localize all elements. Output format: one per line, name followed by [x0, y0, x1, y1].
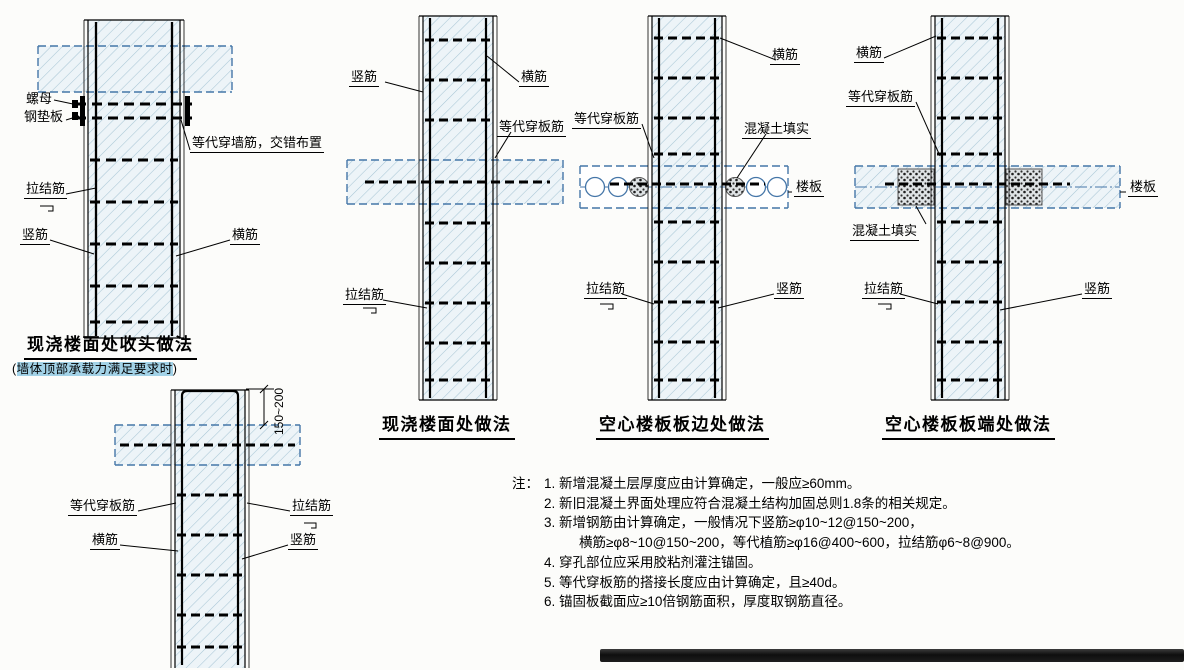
d2-drawing — [346, 15, 564, 401]
note-item: 6. 锚固板截面应≥10倍钢筋面积，厚度取钢筋直径。 — [544, 594, 852, 610]
wall-faces — [418, 15, 498, 401]
d4-drawing — [854, 15, 1126, 401]
leader-lines — [119, 502, 317, 560]
label-through-slab-bar: 等代穿板筋 — [846, 89, 916, 107]
tie-hook-icon — [600, 303, 614, 310]
hollow-cores — [584, 176, 788, 198]
horizontal-rebar — [610, 36, 765, 382]
note-item: 1. 新增混凝土层厚度应由计算确定，一般应≥60mm。 — [544, 476, 861, 491]
diagram-hollow-slab-end: 横筋 等代穿板筋 楼板 混凝土填实 拉结筋 竖筋 空心楼板板端处做法 — [840, 8, 1184, 446]
notes-prefix: 注： — [512, 476, 539, 491]
label-through-slab-bar: 等代穿板筋 — [68, 498, 138, 516]
label-horizontal-bar: 横筋 — [770, 47, 801, 65]
note-item: 2. 新旧混凝土界面处理应符合混凝土结构加固总则1.8条的相关规定。 — [544, 495, 956, 511]
slab-outline — [854, 165, 1121, 209]
tie-hook-icon — [878, 303, 892, 310]
slab-outline — [114, 424, 301, 466]
d1-drawing — [37, 19, 233, 339]
label-concrete-fill: 混凝土填实 — [742, 121, 812, 139]
note-item: 3. 新增钢筋由计算确定，一般情况下竖筋≥φ10~12@150~200， 横筋≥… — [544, 515, 1020, 551]
label-vertical-bar: 竖筋 — [1082, 281, 1113, 299]
wall — [175, 390, 245, 668]
label-concrete-fill: 混凝土填实 — [850, 223, 920, 241]
tie-hook-icon — [40, 205, 54, 212]
label-through-wall-bar: 等代穿墙筋，交错布置 — [190, 135, 325, 153]
label-through-slab-bar: 等代穿板筋 — [572, 111, 642, 129]
label-tie-bar: 拉结筋 — [862, 281, 906, 299]
anchor-plates — [72, 96, 190, 126]
horizontal-rebar — [120, 443, 295, 649]
notes-list: 1. 新增混凝土层厚度应由计算确定，一般应≥60mm。 2. 新旧混凝土界面处理… — [544, 474, 1137, 612]
note-item: 5. 等代穿板筋的搭接长度应由计算确定，且≥40d。 — [544, 574, 846, 590]
subtitle-highlight-1: 墙体顶部承载力 — [16, 362, 108, 376]
leader-lines — [878, 35, 1126, 311]
rebar-top-hook — [180, 389, 240, 433]
bottom-scan-bar — [600, 649, 1184, 662]
label-horizontal-bar: 横筋 — [519, 69, 550, 87]
d5-drawing — [114, 384, 317, 668]
subtitle-paren-close: ) — [172, 362, 178, 376]
leader-lines — [600, 37, 792, 310]
label-horizontal-bar: 横筋 — [854, 45, 885, 63]
dimension-150-200: 150~200 — [272, 387, 286, 435]
label-horizontal-bar: 横筋 — [230, 227, 261, 245]
label-horizontal-bar: 横筋 — [90, 532, 121, 550]
filled-core — [725, 177, 745, 197]
slab-outline — [346, 159, 564, 205]
diagram-hollow-slab-edge: 横筋 等代穿板筋 混凝土填实 楼板 拉结筋 竖筋 空心楼板板边处做法 — [570, 8, 835, 446]
diagram-title: 空心楼板板端处做法 — [882, 410, 1055, 440]
label-through-slab-bar: 等代穿板筋 — [497, 119, 567, 137]
diagram-title: 现浇楼面处收头做法 — [24, 330, 197, 360]
note-item: 4. 穿孔部位应采用胶粘剂灌注锚固。 — [544, 554, 762, 570]
label-floor-slab: 楼板 — [1128, 179, 1159, 197]
vertical-rebar — [94, 22, 174, 336]
wall — [652, 16, 722, 400]
wall-faces — [647, 15, 727, 401]
dimension-lines — [246, 384, 274, 430]
diagram-subtitle: (墙体顶部承载力满足要求时) — [12, 358, 177, 377]
horizontal-rebar — [885, 36, 1070, 382]
d3-drawing — [579, 15, 792, 401]
tie-hook-icon — [304, 522, 317, 529]
label-tie-bar: 拉结筋 — [343, 287, 387, 305]
diagram-title: 现浇楼面处做法 — [379, 410, 515, 440]
label-tie-bar: 拉结筋 — [584, 281, 628, 299]
label-vertical-bar: 竖筋 — [349, 69, 380, 87]
diagram-wall-top-detail: 150~200 等代穿板筋 拉结筋 横筋 竖筋 — [60, 375, 350, 670]
slab-outline — [37, 45, 233, 93]
leader-lines — [363, 55, 520, 314]
notes-section: 注： 1. 新增混凝土层厚度应由计算确定，一般应≥60mm。 2. 新旧混凝土界… — [512, 474, 1137, 612]
vertical-rebar — [940, 18, 1000, 398]
label-steel-plate: 钢垫板 — [24, 109, 64, 124]
label-vertical-bar: 竖筋 — [20, 227, 51, 245]
horizontal-rebar — [365, 38, 550, 382]
label-vertical-bar: 竖筋 — [288, 532, 319, 550]
label-nut: 螺母 — [26, 91, 53, 106]
horizontal-rebar — [76, 102, 192, 324]
subtitle-paren-open: ( — [12, 362, 17, 376]
concrete-fill-blocks — [897, 168, 1043, 206]
diagram-title: 空心楼板板边处做法 — [596, 410, 769, 440]
wall — [88, 20, 180, 338]
label-vertical-bar: 竖筋 — [774, 281, 805, 299]
filled-core — [629, 177, 649, 197]
label-tie-bar: 拉结筋 — [24, 181, 68, 199]
vertical-rebar — [180, 431, 240, 665]
diagram-cast-floor-end: 螺母 钢垫板 等代穿墙筋，交错布置 拉结筋 竖筋 横筋 现浇楼面处收头做法 (墙… — [10, 8, 332, 380]
subtitle-highlight-2: 满足要求时 — [107, 362, 173, 376]
wall-faces — [930, 15, 1010, 401]
vertical-rebar — [657, 18, 717, 398]
slab-outline — [579, 165, 789, 209]
leader-lines — [40, 99, 231, 257]
label-floor-slab: 楼板 — [794, 179, 825, 197]
label-tie-bar: 拉结筋 — [290, 498, 334, 516]
wall-faces — [83, 19, 185, 339]
diagram-cast-floor: 竖筋 横筋 等代穿板筋 拉结筋 现浇楼面处做法 — [335, 8, 570, 446]
tie-hook-icon — [363, 307, 377, 314]
